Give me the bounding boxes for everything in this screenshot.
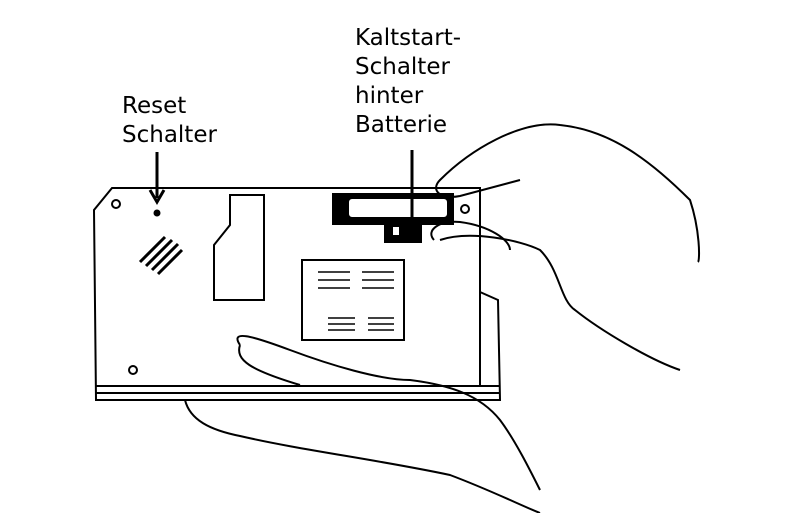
battery: [332, 193, 454, 243]
label-line: Kaltstart-: [355, 25, 462, 51]
label-line: Reset: [122, 93, 187, 119]
label-sticker: [301, 259, 405, 341]
label-line: hinter: [355, 83, 424, 109]
reset-arrow-icon: [148, 152, 166, 217]
label-line: Schalter: [122, 122, 217, 148]
upper-hand: [435, 123, 701, 371]
reset-switch-label: Reset Schalter: [122, 92, 217, 150]
label-line: Batterie: [355, 112, 448, 138]
card-slot: [213, 194, 265, 301]
label-line: Schalter: [355, 54, 450, 80]
thumb: [430, 220, 511, 251]
speaker-grille: [138, 235, 184, 276]
lower-hand: [184, 334, 541, 513]
coldstart-switch-label: Kaltstart- Schalter hinter Batterie: [355, 24, 461, 140]
